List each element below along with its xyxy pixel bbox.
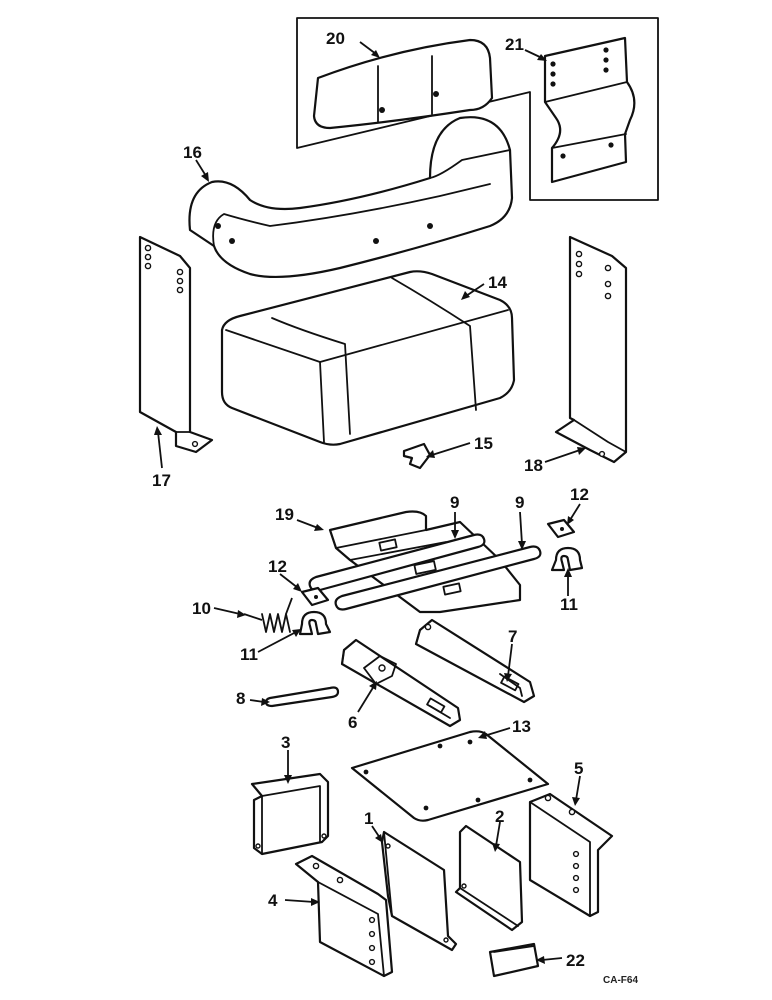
callout-labels: 20 21 16 14 15 17 18 19 9 9 12 12 10 11 … [152,29,638,986]
part-2-channel [454,824,524,932]
part-14-seat-cushion [220,270,516,446]
callout-5: 5 [574,759,583,778]
callout-18: 18 [524,456,543,475]
part-10-spring [243,597,293,633]
part-17-left-side-panel [138,235,214,454]
callout-9-lower: 9 [515,493,524,512]
callout-7: 7 [508,627,517,646]
callout-17: 17 [152,471,171,490]
callout-20: 20 [326,29,345,48]
drawing-code: CA-F64 [603,975,638,986]
part-22-block [488,942,540,978]
callout-22: 22 [566,951,585,970]
part-3-bracket [250,772,330,856]
callout-10: 10 [192,599,211,618]
leader-lines [154,41,586,964]
part-9-rod-upper [308,533,486,592]
part-5-mount-bracket-right [528,792,614,918]
callout-12-right: 12 [570,485,589,504]
part-12-pad-left [300,586,330,607]
callout-4: 4 [268,891,278,910]
callout-21: 21 [505,35,524,54]
part-6-slide-rail-left [340,638,462,728]
part-18-right-side-panel [554,235,628,464]
inset-frame [296,17,659,201]
part-11-clamp-right [550,546,584,572]
callout-1: 1 [364,809,373,828]
part-21-backrest-bracket [543,36,636,184]
part-9-rod-lower [334,545,542,611]
part-7-slide-rail-right [414,618,536,704]
part-8-link-rod [264,686,340,708]
part-16-seat-back-pad [188,116,514,278]
callout-6: 6 [348,713,357,732]
part-11-clamp-left [298,610,332,636]
callout-19: 19 [275,505,294,524]
part-13-base-plate [350,730,550,822]
callout-3: 3 [281,733,290,752]
callout-11-right: 11 [560,595,578,614]
callout-13: 13 [512,717,531,736]
callout-16: 16 [183,143,202,162]
callout-2: 2 [495,807,504,826]
callout-12-left: 12 [268,557,287,576]
callout-11-left: 11 [240,645,258,664]
part-15-clip [402,442,432,470]
callout-14: 14 [488,273,507,292]
part-20-backrest-cushion [312,38,494,130]
part-1-channel [380,830,458,952]
callout-9-upper: 9 [450,493,459,512]
callout-15: 15 [474,434,493,453]
part-4-mount-bracket-left [294,854,394,978]
callout-8: 8 [236,689,245,708]
